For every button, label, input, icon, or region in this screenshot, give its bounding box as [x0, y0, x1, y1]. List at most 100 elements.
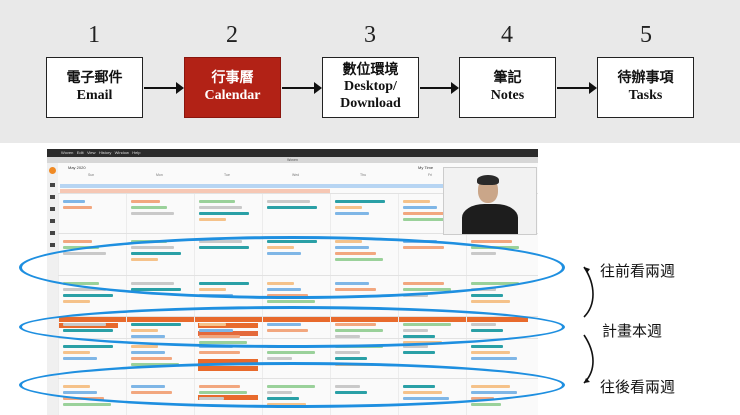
calendar-event[interactable]	[403, 206, 437, 209]
calendar-event[interactable]	[403, 218, 451, 221]
all-day-bar-2	[60, 189, 330, 193]
calendar-event[interactable]	[63, 206, 92, 209]
future-weeks-oval	[19, 362, 565, 408]
calendar-event[interactable]	[63, 288, 106, 291]
curve-arrow-upper	[583, 266, 594, 318]
weekday-wed: Wed	[292, 173, 300, 177]
calendar-event[interactable]	[471, 300, 510, 303]
weekday-mon: Mon	[156, 173, 163, 177]
step-tasks-box: 待辦事項 Tasks	[597, 57, 694, 118]
calendar-event[interactable]	[131, 200, 160, 203]
calendar-event[interactable]	[471, 357, 517, 360]
calendar-event[interactable]	[335, 212, 369, 215]
weekday-fri: Fri	[428, 173, 433, 177]
calendar-event[interactable]	[199, 206, 242, 209]
window-title: Woven	[47, 157, 538, 163]
step-calendar-en: Calendar	[204, 87, 261, 103]
calendar-event[interactable]	[471, 240, 512, 243]
day-cell[interactable]	[398, 339, 466, 379]
calendar-event[interactable]	[63, 294, 113, 297]
list-icon	[50, 219, 55, 223]
calendar-event[interactable]	[335, 351, 360, 354]
day-cell[interactable]	[194, 194, 262, 234]
view-selector: My Time	[418, 165, 434, 170]
past-weeks-oval	[19, 236, 565, 299]
calendar-event[interactable]	[131, 351, 165, 354]
curve-arrow-lower	[583, 334, 594, 384]
calendar-event[interactable]	[199, 212, 249, 215]
step-notes-box: 筆記 Notes	[459, 57, 556, 118]
calendar-event[interactable]	[403, 212, 444, 215]
calendar-event[interactable]	[471, 351, 510, 354]
day-cell[interactable]	[466, 339, 534, 379]
calendar-event[interactable]	[335, 206, 362, 209]
step-number-3: 3	[364, 22, 376, 48]
calendar-event[interactable]	[131, 345, 158, 348]
calendar-event[interactable]	[267, 351, 315, 354]
calendar-event[interactable]	[63, 200, 85, 203]
weekday-tue: Tue	[224, 173, 230, 177]
all-day-bar	[60, 184, 530, 188]
calendar-event[interactable]	[63, 240, 92, 243]
month-title: May 2020	[68, 165, 86, 170]
calendar-event[interactable]	[199, 351, 240, 354]
calendar-event[interactable]	[63, 351, 90, 354]
calendar-event[interactable]	[131, 212, 174, 215]
step-notes-en: Notes	[490, 87, 525, 103]
calendar-event[interactable]	[471, 345, 503, 348]
webcam-overlay	[443, 167, 537, 235]
past-weeks-label: 往前看兩週	[600, 262, 676, 280]
day-cell[interactable]	[330, 194, 398, 234]
search-icon	[50, 243, 55, 247]
day-cell[interactable]	[58, 194, 126, 234]
calendar-event[interactable]	[63, 345, 113, 348]
step-number-4: 4	[501, 22, 513, 48]
app-sidebar	[47, 163, 58, 415]
day-cell[interactable]	[262, 194, 330, 234]
calendar-event[interactable]	[471, 294, 503, 297]
lightning-icon	[50, 195, 55, 199]
step-email-zh: 電子郵件	[66, 71, 123, 87]
calendar-event[interactable]	[63, 300, 90, 303]
weekday-thu: Thu	[360, 173, 367, 177]
calendar-event[interactable]	[267, 200, 310, 203]
arrow-3-4	[420, 82, 459, 94]
current-week-oval	[19, 306, 565, 348]
arrow-1-2	[144, 82, 184, 94]
weekday-sun: Sun	[88, 173, 95, 177]
calendar-event[interactable]	[63, 357, 97, 360]
arrow-2-3	[282, 82, 322, 94]
curve-arrowhead-lower	[584, 378, 590, 383]
step-tasks-en: Tasks	[628, 87, 663, 103]
calendar-event[interactable]	[471, 403, 501, 406]
person-hair	[477, 175, 499, 185]
step-desktop-box: 數位環境 Desktop/ Download	[322, 57, 419, 118]
calendar-event[interactable]	[131, 206, 167, 209]
step-number-5: 5	[640, 22, 652, 48]
calendar-event[interactable]	[199, 218, 226, 221]
step-desktop-zh: 數位環境	[342, 63, 399, 79]
calendar-event[interactable]	[267, 300, 315, 303]
calendar-event[interactable]	[403, 345, 428, 348]
step-desktop-en: Desktop/	[344, 79, 397, 95]
calendar-event[interactable]	[131, 357, 172, 360]
calendar-event[interactable]	[267, 206, 317, 209]
calendar-event[interactable]	[403, 200, 430, 203]
day-cell[interactable]	[126, 194, 194, 234]
calendar-event[interactable]	[267, 357, 292, 360]
calendar-event[interactable]	[63, 403, 111, 406]
calendar-event[interactable]	[335, 357, 367, 360]
calendar-icon	[50, 231, 55, 235]
home-icon	[50, 183, 55, 187]
step-number-1: 1	[88, 22, 100, 48]
day-cell[interactable]	[398, 194, 466, 234]
calendar-event[interactable]	[199, 200, 235, 203]
app-logo-icon	[49, 167, 56, 174]
calendar-event[interactable]	[403, 351, 435, 354]
cycle-arrows	[583, 266, 594, 384]
step-number-2: 2	[226, 22, 238, 48]
calendar-event[interactable]	[335, 200, 385, 203]
step-calendar-zh: 行事曆	[211, 71, 254, 87]
day-cell[interactable]	[58, 339, 126, 379]
arrow-4-5	[557, 82, 597, 94]
